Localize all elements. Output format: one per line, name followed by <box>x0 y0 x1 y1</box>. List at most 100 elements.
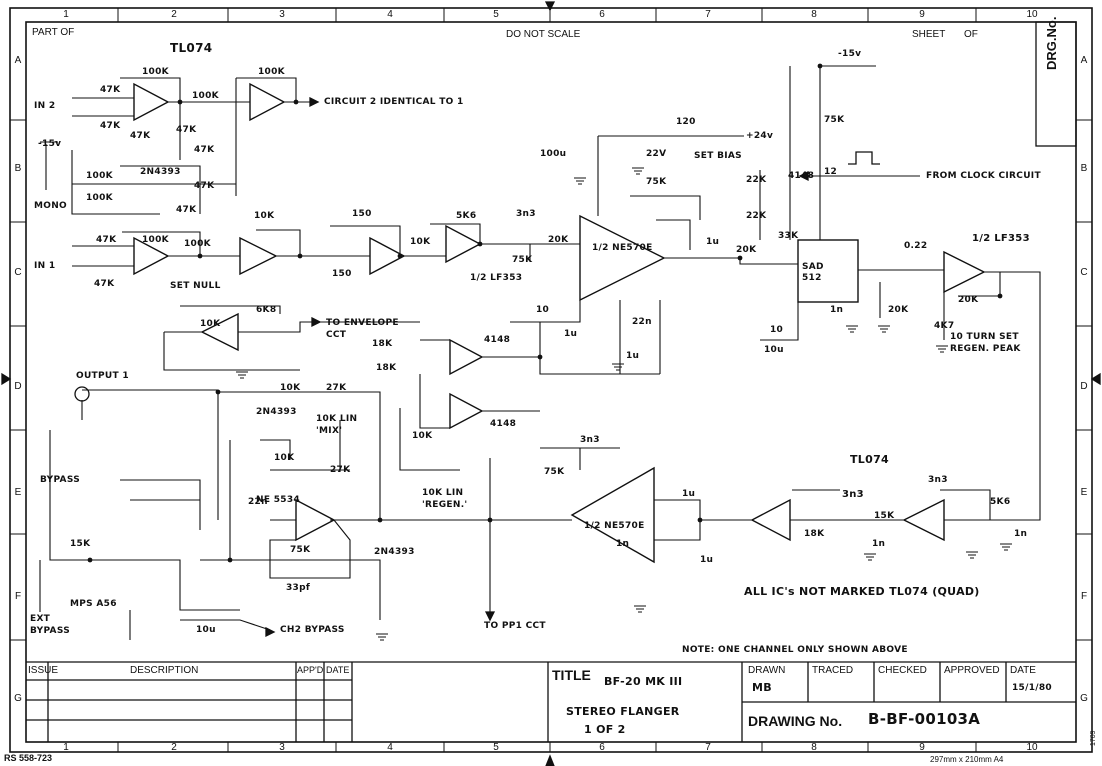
component-value: 22K <box>746 211 767 221</box>
row-g-right: G <box>1080 693 1088 704</box>
drawing-number: B-BF-00103A <box>868 710 981 728</box>
component-value: 10u <box>764 345 784 355</box>
row-d-right: D <box>1080 381 1088 392</box>
col-1-bottom: 1 <box>63 742 69 753</box>
component-value: 100K <box>184 239 211 249</box>
row-f: F <box>14 591 22 602</box>
traced-header: TRACED <box>812 665 854 676</box>
component-value: 10 <box>536 305 550 315</box>
drg-no-label: DRG.No. <box>1044 16 1059 70</box>
component-value: 10u <box>196 625 216 635</box>
component-value: 22K <box>746 175 767 185</box>
component-value: 120 <box>676 117 696 127</box>
approved-header: APPROVED <box>944 665 1000 676</box>
drawn-header: DRAWN <box>748 665 786 676</box>
junction-dots <box>87 63 1003 563</box>
row-b-right: B <box>1080 163 1088 174</box>
component-value: 3n3 <box>842 489 864 500</box>
component-value: 1u <box>564 329 578 339</box>
input-in2: IN 2 <box>34 101 56 111</box>
component-value: 10 <box>770 325 784 335</box>
col-2-bottom: 2 <box>171 742 177 753</box>
component-value: 4148 <box>490 419 517 429</box>
component-value: 100K <box>192 91 219 101</box>
ic-label-tl074-top: TL074 <box>170 41 213 55</box>
component-value: 1n <box>872 539 886 549</box>
component-value: 100K <box>258 67 285 77</box>
lf353-a-label: 1/2 LF353 <box>470 273 523 283</box>
column-ticks <box>10 8 1092 752</box>
do-not-scale-label: DO NOT SCALE <box>506 29 581 40</box>
clock-pulse-symbol <box>848 151 880 165</box>
component-value: 15K <box>70 539 91 549</box>
transistor-2n4393-b: 2N4393 <box>256 407 297 417</box>
col-10: 10 <box>1026 9 1038 20</box>
component-value: 33pf <box>286 583 311 593</box>
regen-pot-label: 10K LIN 'REGEN.' <box>422 488 468 510</box>
col-4: 4 <box>387 9 393 20</box>
col-7-bottom: 7 <box>705 742 711 753</box>
component-value: 33K <box>778 231 799 241</box>
output1-label: OUTPUT 1 <box>76 371 129 381</box>
outer-border <box>9 7 1093 753</box>
title-block-lines <box>26 661 1076 742</box>
arrow-pp1 <box>484 611 496 622</box>
date-value: 15/1/80 <box>1012 683 1052 693</box>
component-value: 4K7 <box>934 321 955 331</box>
col-9: 9 <box>919 9 925 20</box>
col-8-bottom: 8 <box>811 742 817 753</box>
row-c-right: C <box>1080 267 1088 278</box>
col-7: 7 <box>705 9 711 20</box>
checked-header: CHECKED <box>878 665 927 676</box>
ext-bypass-label: EXT BYPASS <box>30 614 70 636</box>
component-value: 5K6 <box>990 497 1011 507</box>
appd-header: APP'D <box>297 665 324 675</box>
input-mono: MONO <box>34 201 67 211</box>
centre-arrow-bottom <box>545 754 555 766</box>
all-ics-note: ALL IC's NOT MARKED TL074 (QUAD) <box>744 585 980 598</box>
row-d: D <box>14 381 22 392</box>
col-3: 3 <box>279 9 285 20</box>
col-9-bottom: 9 <box>919 742 925 753</box>
component-value: 47K <box>94 279 115 289</box>
component-value: 3n3 <box>516 209 536 219</box>
title-label: TITLE <box>552 667 591 683</box>
component-value: 100K <box>86 171 113 181</box>
input-in1: IN 1 <box>34 261 56 271</box>
component-value: 20K <box>888 305 909 315</box>
component-value: 47K <box>176 205 197 215</box>
neg15-top-label: -15v <box>838 49 862 59</box>
set-null-label: SET NULL <box>170 281 221 291</box>
sheet-label: SHEET <box>912 29 946 40</box>
input-neg15: -15v <box>38 139 62 149</box>
component-value: 10K <box>410 237 431 247</box>
col-6-bottom: 6 <box>599 742 605 753</box>
component-value: 1n <box>616 539 630 549</box>
inner-border <box>25 21 1077 743</box>
centre-arrow-right <box>1090 372 1101 386</box>
component-value: 1n <box>830 305 844 315</box>
component-value: 1u <box>700 555 714 565</box>
one-channel-note: NOTE: ONE CHANNEL ONLY SHOWN ABOVE <box>682 645 908 655</box>
row-f-right: F <box>1080 591 1088 602</box>
component-value: 1n <box>1014 529 1028 539</box>
component-value: 47K <box>130 131 151 141</box>
transistor-2n4393-c: 2N4393 <box>374 547 415 557</box>
col-6: 6 <box>599 9 605 20</box>
component-value: 47K <box>100 121 121 131</box>
component-value: 100u <box>540 149 567 159</box>
component-value: 27K <box>330 465 351 475</box>
regen-peak-label: 10 TURN SET REGEN. PEAK <box>950 332 1021 354</box>
title-line2: STEREO FLANGER <box>566 705 680 718</box>
envelope-label: TO ENVELOPE CCT <box>326 318 399 340</box>
arrow-clock <box>798 170 809 182</box>
component-value: 10K <box>254 211 275 221</box>
row-a: A <box>14 55 22 66</box>
sad512-label: SAD 512 <box>802 262 824 283</box>
component-value: 27K <box>326 383 347 393</box>
centre-arrow-top <box>544 1 556 12</box>
drawing-no-label: DRAWING No. <box>748 713 843 729</box>
component-value: 22n <box>248 497 268 507</box>
col-10-bottom: 10 <box>1026 742 1038 753</box>
grounds <box>236 167 1012 641</box>
